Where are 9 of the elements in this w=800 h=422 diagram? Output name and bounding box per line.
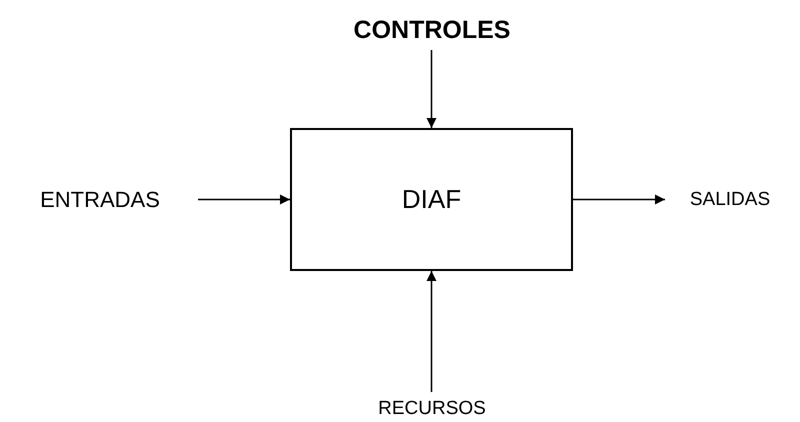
output-label: SALIDAS xyxy=(665,184,795,216)
arrow xyxy=(426,50,436,128)
input-label: ENTRADAS xyxy=(8,184,192,216)
control-label: CONTROLES xyxy=(352,12,512,48)
arrow xyxy=(426,271,436,392)
arrow xyxy=(198,194,290,204)
process-box: DIAF xyxy=(290,128,573,271)
arrow xyxy=(573,194,665,204)
resource-label: RECURSOS xyxy=(372,394,492,422)
